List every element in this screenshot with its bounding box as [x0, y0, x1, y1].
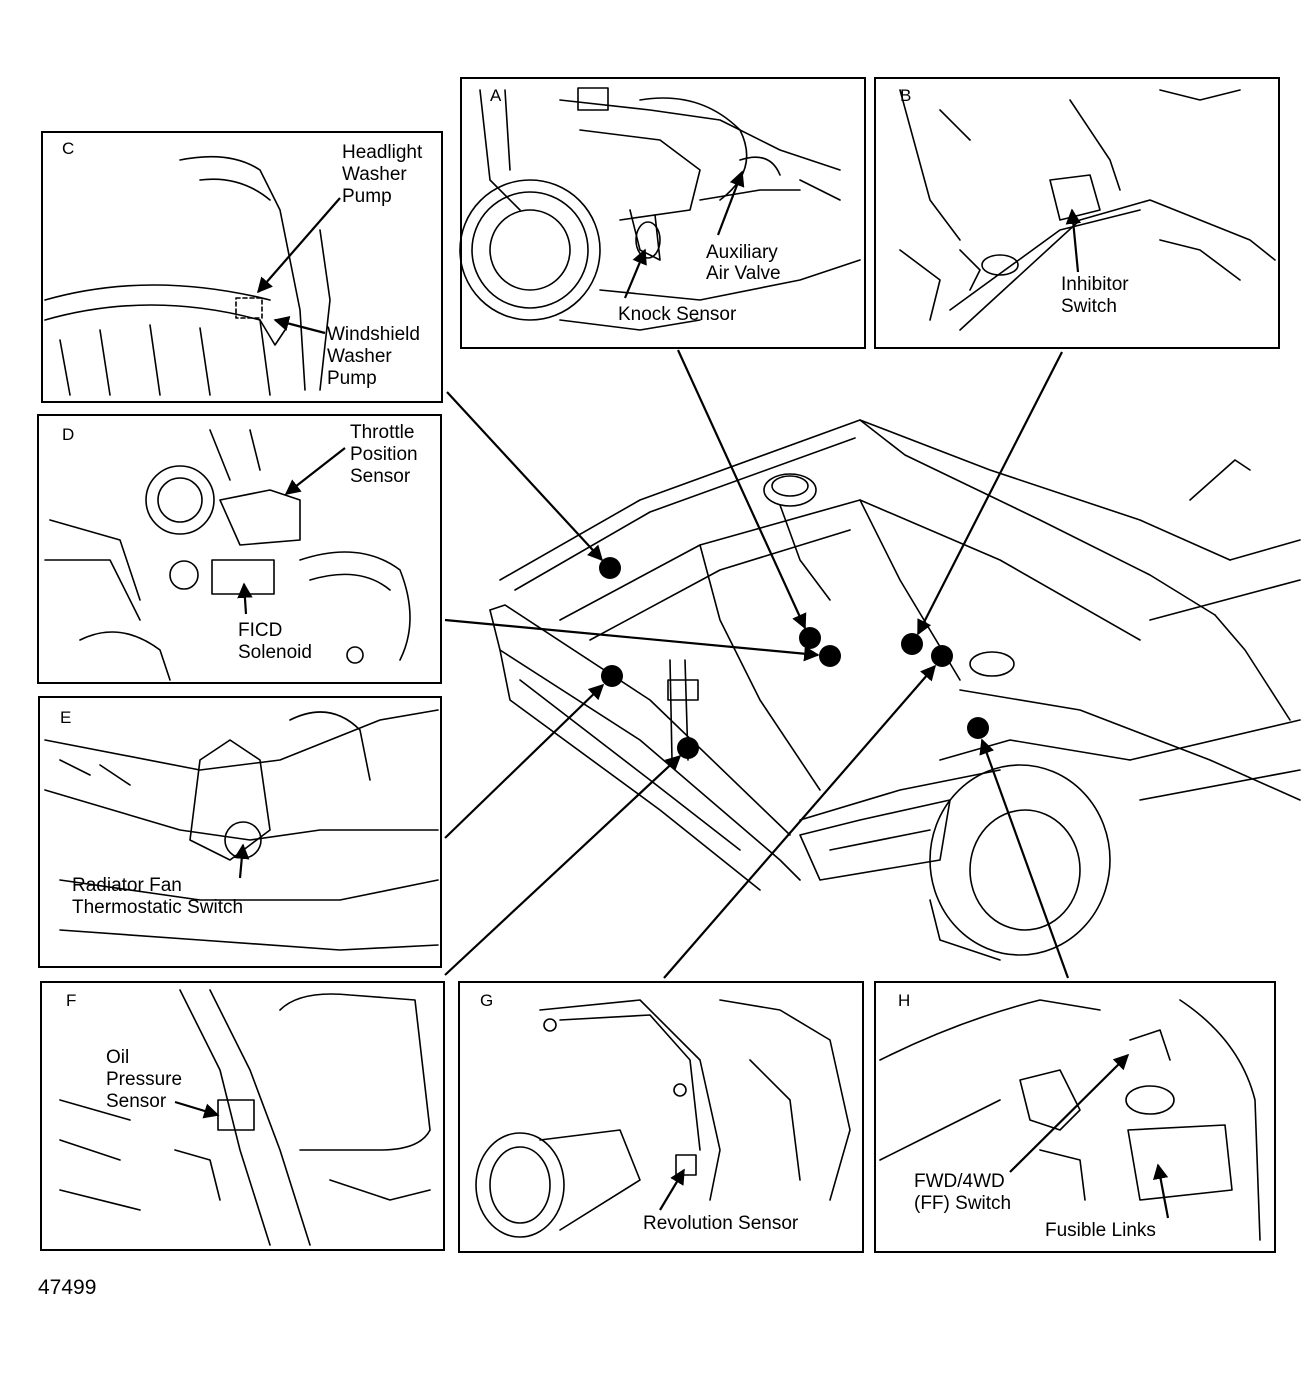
- panel-d: D Throttle Position Sensor FICD Solenoid: [37, 414, 442, 684]
- label-solenoid: Solenoid: [238, 642, 312, 663]
- panel-letter: C: [62, 139, 74, 158]
- label-fwd-4wd: FWD/4WD: [914, 1171, 1005, 1192]
- label-throttle: Throttle: [350, 422, 414, 443]
- label-fusible-links: Fusible Links: [1045, 1220, 1156, 1241]
- figure-id: 47499: [38, 1276, 97, 1299]
- dot-h: [967, 717, 989, 739]
- label-radiator-fan: Radiator Fan: [72, 875, 182, 896]
- label-thermostatic-switch: Thermostatic Switch: [72, 897, 243, 918]
- dot-c: [599, 557, 621, 579]
- label-switch: Switch: [1061, 296, 1117, 317]
- label-revolution-sensor: Revolution Sensor: [643, 1213, 799, 1234]
- label-position: Position: [350, 444, 418, 465]
- panel-a: A Auxiliary Air Valve Knock Sensor: [459, 77, 866, 349]
- panel-d-drawing: [44, 429, 411, 681]
- panel-letter: G: [480, 991, 493, 1010]
- panel-e: E Radiator Fan Thermostatic Switch: [38, 696, 442, 968]
- label-knock-sensor: Knock Sensor: [618, 304, 737, 325]
- label-pump-2: Pump: [327, 368, 377, 389]
- label-washer-2: Washer: [327, 346, 392, 367]
- panel-h: H FWD/4WD (FF) Switch Fusible Links: [874, 981, 1276, 1253]
- panel-letter: D: [62, 425, 74, 444]
- panel-a-drawing: [459, 87, 861, 331]
- connector-c: [446, 391, 604, 562]
- dot-d: [819, 645, 841, 667]
- label-pressure: Pressure: [106, 1069, 182, 1090]
- label-oil: Oil: [106, 1047, 129, 1068]
- panel-f-drawing: [59, 989, 431, 1246]
- label-ficd: FICD: [238, 620, 282, 641]
- label-washer-1: Washer: [342, 164, 407, 185]
- panel-c-drawing: [44, 155, 331, 396]
- label-sensor: Sensor: [350, 466, 411, 487]
- vehicle-illustration: [489, 419, 1301, 961]
- label-headlight: Headlight: [342, 142, 423, 163]
- dot-g: [931, 645, 953, 667]
- panel-h-drawing: [879, 999, 1261, 1241]
- panel-letter: B: [900, 86, 911, 105]
- panel-letter: A: [490, 86, 502, 105]
- panel-g-drawing: [475, 999, 851, 1238]
- panel-b: B Inhibitor Switch: [874, 77, 1280, 349]
- connector-g: [663, 664, 937, 979]
- dot-a: [799, 627, 821, 649]
- connector-lines: [444, 349, 1070, 979]
- dot-f: [677, 737, 699, 759]
- connector-b: [917, 351, 1063, 636]
- panel-b-drawing: [899, 89, 1276, 331]
- panel-f: F Oil Pressure Sensor: [40, 981, 445, 1251]
- connector-e: [444, 683, 605, 839]
- label-auxiliary-air-valve-2: Air Valve: [706, 263, 781, 284]
- panel-letter: F: [66, 991, 76, 1010]
- panel-c: C Headlight Washer Pump Windshield Washe…: [41, 131, 443, 403]
- connector-d: [444, 618, 820, 662]
- panel-letter: E: [60, 708, 71, 727]
- panel-e-drawing: [44, 709, 439, 951]
- panel-g: G Revolution Sensor: [458, 981, 864, 1253]
- label-inhibitor: Inhibitor: [1061, 274, 1129, 295]
- panel-letter: H: [898, 991, 910, 1010]
- dot-b: [901, 633, 923, 655]
- label-sensor: Sensor: [106, 1091, 167, 1112]
- location-dots: [599, 557, 989, 759]
- label-pump-1: Pump: [342, 186, 392, 207]
- connector-f: [444, 754, 682, 976]
- dot-e: [601, 665, 623, 687]
- label-auxiliary-air-valve-1: Auxiliary: [706, 242, 778, 263]
- label-ff-switch: (FF) Switch: [914, 1193, 1011, 1214]
- label-windshield: Windshield: [327, 324, 420, 345]
- connector-a: [676, 349, 807, 630]
- connector-h: [979, 738, 1070, 979]
